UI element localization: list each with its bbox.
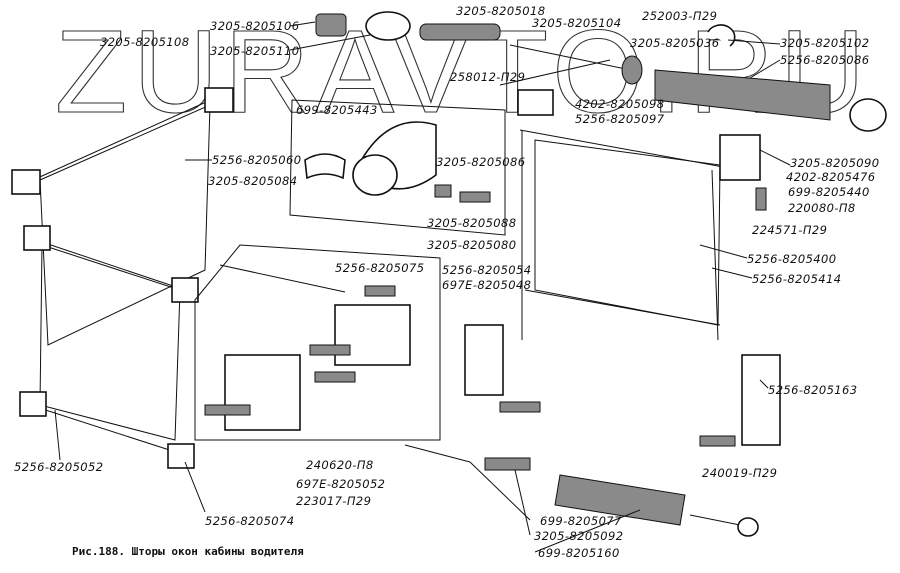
part-label: 240620-П8 [306, 458, 374, 472]
inset-hinge-detail [194, 244, 441, 441]
part-label: 3205-8205092 [534, 529, 623, 543]
part-label: 224571-П29 [752, 223, 827, 237]
part-label: 220080-П8 [788, 201, 856, 215]
part-label: 697Е-8205052 [296, 477, 385, 491]
end-bracket [204, 87, 234, 113]
part-label: 699-8205443 [296, 103, 378, 117]
roller-shaft-parts [315, 11, 887, 132]
part-label: 3205-8205106 [210, 19, 299, 33]
part-label: 3205-8205080 [427, 238, 516, 252]
part-label: 3205-8205090 [790, 156, 879, 170]
spring-and-sleeve [404, 444, 759, 537]
part-label: 5256-8205086 [780, 53, 869, 67]
part-label: 5256-8205052 [14, 460, 103, 474]
part-label: 5256-8205097 [575, 112, 665, 126]
part-label: 5256-8205163 [768, 383, 857, 397]
part-label: 258012-П29 [450, 70, 525, 84]
part-label: 3205-8205110 [210, 44, 299, 58]
part-label: 699-8205160 [538, 546, 620, 560]
part-label: 3205-8205084 [208, 174, 297, 188]
part-label: 3205-8205104 [532, 16, 621, 30]
end-bracket [11, 169, 41, 195]
part-label: 3205-8205088 [427, 216, 516, 230]
part-label: 5256-8205075 [335, 261, 424, 275]
leader-lines [54, 21, 791, 553]
right-curtain-assembly [464, 89, 781, 447]
part-label: 5256-8205060 [212, 153, 301, 167]
part-label: 240019-П29 [702, 466, 777, 480]
part-labels: 3205-8205108 3205-8205106 3205-8205110 3… [14, 4, 879, 560]
part-label: 3205-8205102 [780, 36, 869, 50]
left-curtain-assembly [11, 87, 234, 469]
part-label: 3205-8205018 [456, 4, 545, 18]
part-label: 252003-П29 [642, 9, 717, 23]
part-label: 5256-8205400 [747, 252, 836, 266]
part-label: 3205-8205108 [100, 35, 189, 49]
part-label: 3205-8205086 [436, 155, 525, 169]
part-label: 5256-8205074 [205, 514, 294, 528]
part-label: 4202-8205476 [786, 170, 875, 184]
inset-bracket-detail [289, 99, 506, 236]
part-label: 223017-П29 [296, 494, 371, 508]
part-label: 3205-8205036 [630, 36, 719, 50]
part-label: 4202-8205098 [575, 97, 664, 111]
part-label: 5256-8205054 [442, 263, 531, 277]
part-label: 699-8205440 [788, 185, 870, 199]
figure-caption: Рис.188. Шторы окон кабины водителя [72, 545, 304, 558]
part-label: 699-8205077 [540, 514, 622, 528]
part-label: 697Е-8205048 [442, 278, 531, 292]
part-label: 5256-8205414 [752, 272, 841, 286]
